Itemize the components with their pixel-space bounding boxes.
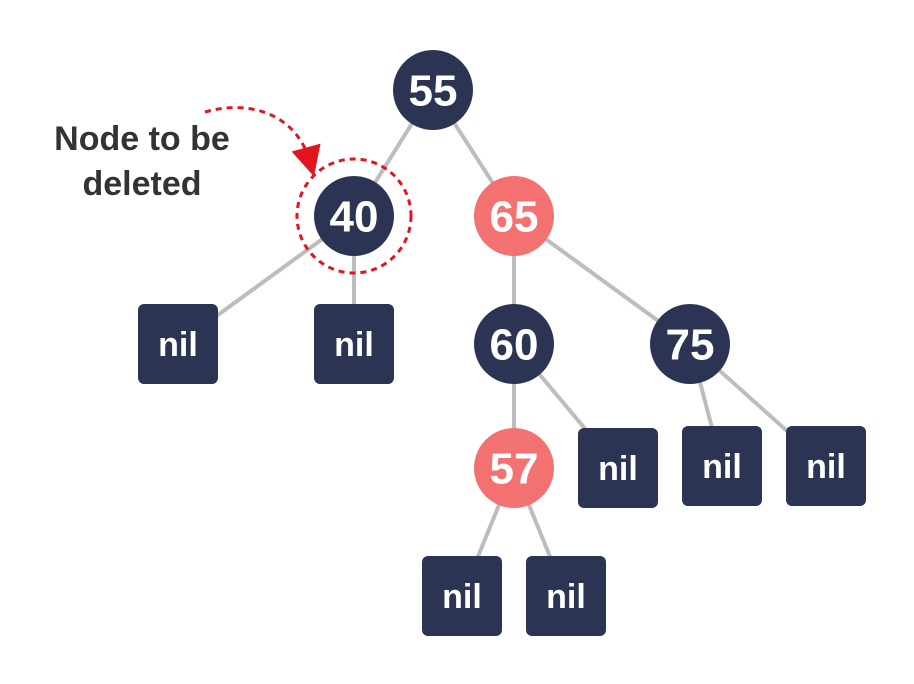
tree-node-57: 57: [474, 428, 554, 508]
nil-box: [786, 426, 866, 506]
nil-leaf: nil: [682, 426, 762, 506]
nil-box: [578, 428, 658, 508]
nil-leaf: nil: [578, 428, 658, 508]
node-label: 55: [409, 67, 458, 116]
node-label: 57: [490, 445, 539, 494]
nil-box: [422, 556, 502, 636]
node-circle: [474, 176, 554, 256]
tree-node-55: 55: [393, 50, 473, 130]
node-circle: [474, 304, 554, 384]
nil-label: nil: [334, 326, 374, 364]
nil-box: [682, 426, 762, 506]
nil-leaf: nil: [314, 304, 394, 384]
node-label: 40: [330, 193, 379, 242]
nil-label: nil: [442, 578, 482, 616]
tree-node-40: 40: [314, 176, 394, 256]
nil-box: [526, 556, 606, 636]
deletion-highlight-ring: [295, 157, 413, 275]
tree-node-75: 75: [650, 304, 730, 384]
node-label: 60: [490, 321, 539, 370]
nil-leaf: nil: [786, 426, 866, 506]
annotation-line-1: Node to be: [54, 120, 230, 158]
nil-label: nil: [546, 578, 586, 616]
nodes-layer: 55 40 65 60 75 57: [314, 50, 730, 508]
annotation-arrow: [204, 106, 321, 177]
nil-label: nil: [598, 450, 638, 488]
node-circle: [650, 304, 730, 384]
nil-label: nil: [702, 448, 742, 486]
nil-leaf: nil: [138, 304, 218, 384]
nil-leaf: nil: [422, 556, 502, 636]
annotation: Node to be deleted: [54, 106, 321, 203]
node-circle: [393, 50, 473, 130]
tree-node-60: 60: [474, 304, 554, 384]
nil-box: [314, 304, 394, 384]
node-circle: [314, 176, 394, 256]
nil-box: [138, 304, 218, 384]
node-label: 65: [490, 193, 539, 242]
nil-label: nil: [158, 326, 198, 364]
tree-node-65: 65: [474, 176, 554, 256]
node-circle: [474, 428, 554, 508]
nil-label: nil: [806, 448, 846, 486]
node-label: 75: [666, 321, 715, 370]
nil-leaves-layer: nil nil nil nil nil nil nil: [138, 304, 866, 636]
annotation-line-2: deleted: [82, 165, 201, 203]
nil-leaf: nil: [526, 556, 606, 636]
